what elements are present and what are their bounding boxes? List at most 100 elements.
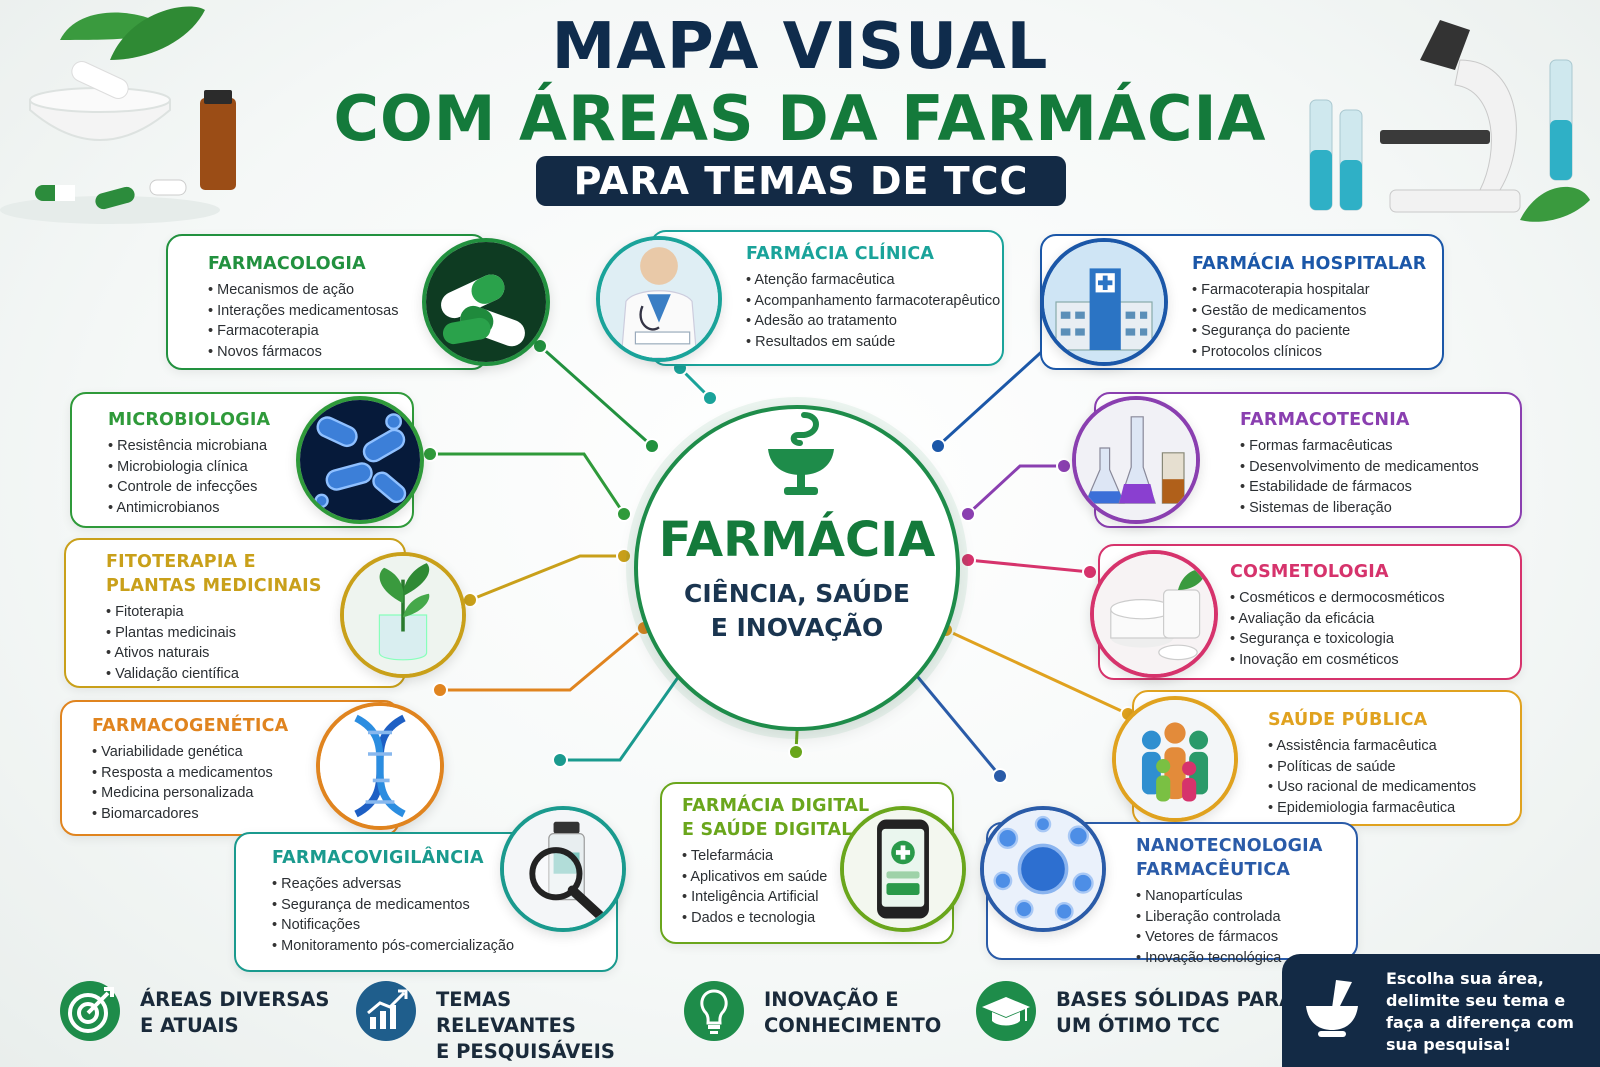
area-title: FARMACOGENÉTICA: [92, 714, 388, 738]
connector-node: [960, 552, 976, 568]
connector-node: [1056, 458, 1072, 474]
area-topic-item: Mecanismos de ação: [208, 280, 476, 301]
area-title-line: SAÚDE PÚBLICA: [1268, 710, 1428, 730]
area-image-circle: [980, 806, 1106, 932]
area-title-line: FARMACÊUTICA: [1136, 860, 1291, 880]
area-image-circle: [596, 236, 722, 362]
connector-line: [560, 665, 688, 762]
pharmacist-icon: [600, 240, 718, 358]
area-topic-item: Antimicrobianos: [108, 498, 402, 519]
area-topic-item: Atenção farmacêutica: [746, 270, 992, 291]
microscope-decoration-icon: [1309, 20, 1590, 222]
connector-node: [1082, 564, 1098, 580]
growth-chart-icon: [356, 981, 416, 1041]
area-topic-item: Inovação tecnológica: [1136, 948, 1346, 969]
connector-line: [966, 464, 1064, 516]
feature-line: INOVAÇÃO E: [764, 988, 899, 1011]
feature-3: INOVAÇÃO E CONHECIMENTO: [680, 977, 980, 1047]
graduation-cap-icon: [976, 981, 1036, 1041]
area-topic-item: Reações adversas: [272, 874, 606, 895]
smartphone-icon: [844, 810, 962, 928]
connector-node: [788, 744, 804, 760]
area-topic-list: TelefarmáciaAplicativos em saúdeInteligê…: [682, 846, 942, 928]
connector-line: [967, 558, 1091, 574]
area-title: COSMETOLOGIA: [1230, 560, 1510, 584]
area-topic-item: Adesão ao tratamento: [746, 311, 992, 332]
call-to-action-box: Escolha sua área, delimite seu tema e fa…: [1282, 954, 1600, 1067]
feature-4: BASES SÓLIDAS PARA UM ÓTIMO TCC: [972, 977, 1302, 1047]
area-topic-list: Farmacoterapia hospitalarGestão de medic…: [1192, 280, 1432, 362]
area-topic-list: NanopartículasLiberação controladaVetore…: [1136, 886, 1346, 968]
connector-node: [960, 506, 976, 522]
plant-icon: [344, 556, 462, 674]
connector-line: [440, 626, 645, 692]
area-title-line: FARMÁCIA CLÍNICA: [746, 244, 935, 264]
area-topic-item: Variabilidade genética: [92, 742, 388, 763]
area-topic-item: Validação científica: [106, 664, 394, 685]
connector-node: [552, 752, 568, 768]
connector-node: [702, 390, 718, 406]
area-title-line: PLANTAS MEDICINAIS: [106, 576, 322, 596]
hub-title: FARMÁCIA: [658, 512, 936, 568]
area-image-circle: [340, 552, 466, 678]
area-title-line: FARMÁCIA DIGITAL: [682, 796, 870, 816]
title-line-2: COM ÁREAS DA FARMÁCIA: [333, 82, 1267, 155]
mortar-capsules-decoration-icon: [0, 6, 236, 224]
connector-line: [469, 554, 624, 602]
area-topic-item: Novos fármacos: [208, 342, 476, 363]
bowl-of-hygieia-icon: [768, 412, 834, 495]
area-title: SAÚDE PÚBLICA: [1268, 708, 1510, 732]
nanoparticle-icon: [984, 810, 1102, 928]
area-topic-item: Farmacoterapia: [208, 321, 476, 342]
feature-line: BASES SÓLIDAS PARA: [1056, 988, 1295, 1011]
area-topic-item: Estabilidade de fármacos: [1240, 477, 1510, 498]
area-image-circle: [1040, 238, 1168, 366]
area-title-line: FARMACOLOGIA: [208, 254, 366, 274]
area-topic-item: Medicina personalizada: [92, 783, 388, 804]
area-topic-item: Liberação controlada: [1136, 907, 1346, 928]
connector-node: [422, 446, 438, 462]
area-image-circle: [296, 396, 424, 524]
area-topic-item: Resultados em saúde: [746, 332, 992, 353]
area-image-circle: [840, 806, 966, 932]
feature-icon-wrap: [352, 977, 420, 1045]
feature-line: E PESQUISÁVEIS: [436, 1040, 615, 1063]
feature-line: UM ÓTIMO TCC: [1056, 1014, 1220, 1037]
area-topic-item: Resposta a medicamentos: [92, 763, 388, 784]
area-topic-item: Farmacoterapia hospitalar: [1192, 280, 1432, 301]
area-topic-item: Ativos naturais: [106, 643, 394, 664]
connector-node: [432, 682, 448, 698]
area-image-circle: [316, 702, 444, 830]
area-title: FARMACOVIGILÂNCIA: [272, 846, 606, 870]
feature-text: TEMAS RELEVANTES E PESQUISÁVEIS: [436, 987, 656, 1065]
connector-line: [910, 669, 1002, 777]
hospital-icon: [1044, 242, 1164, 362]
hub-subtitle-line-1: CIÊNCIA, SAÚDE: [683, 579, 911, 608]
cta-line-2: delimite seu tema e: [1386, 991, 1566, 1010]
feature-line: CONHECIMENTO: [764, 1014, 942, 1037]
lightbulb-icon: [684, 981, 744, 1041]
feature-icon-wrap: [680, 977, 748, 1045]
feature-line: E ATUAIS: [140, 1014, 239, 1037]
area-topic-item: Segurança do paciente: [1192, 321, 1432, 342]
area-title-line: NANOTECNOLOGIA: [1136, 836, 1323, 856]
connector-node: [616, 506, 632, 522]
area-topic-item: Telefarmácia: [682, 846, 942, 867]
area-topic-item: Interações medicamentosas: [208, 301, 476, 322]
area-title-line: FARMÁCIA HOSPITALAR: [1192, 254, 1427, 274]
area-topic-list: Formas farmacêuticasDesenvolvimento de m…: [1240, 436, 1510, 518]
area-title-line: FARMACOTECNIA: [1240, 410, 1410, 430]
area-title-line: COSMETOLOGIA: [1230, 562, 1389, 582]
area-topic-item: Formas farmacêuticas: [1240, 436, 1510, 457]
area-title-line: MICROBIOLOGIA: [108, 410, 271, 430]
area-title: MICROBIOLOGIA: [108, 408, 402, 432]
area-topic-item: Inovação em cosméticos: [1230, 650, 1510, 671]
feature-2: TEMAS RELEVANTES E PESQUISÁVEIS: [352, 977, 652, 1063]
area-topic-list: FitoterapiaPlantas medicinaisAtivos natu…: [106, 602, 394, 684]
area-title: FARMÁCIA CLÍNICA: [746, 242, 992, 266]
area-topic-item: Uso racional de medicamentos: [1268, 777, 1510, 798]
area-topic-list: Mecanismos de açãoInterações medicamento…: [208, 280, 476, 362]
connector-node: [992, 768, 1008, 784]
area-topic-item: Epidemiologia farmacêutica: [1268, 798, 1510, 819]
area-title: NANOTECNOLOGIA FARMACÊUTICA: [1136, 834, 1346, 882]
